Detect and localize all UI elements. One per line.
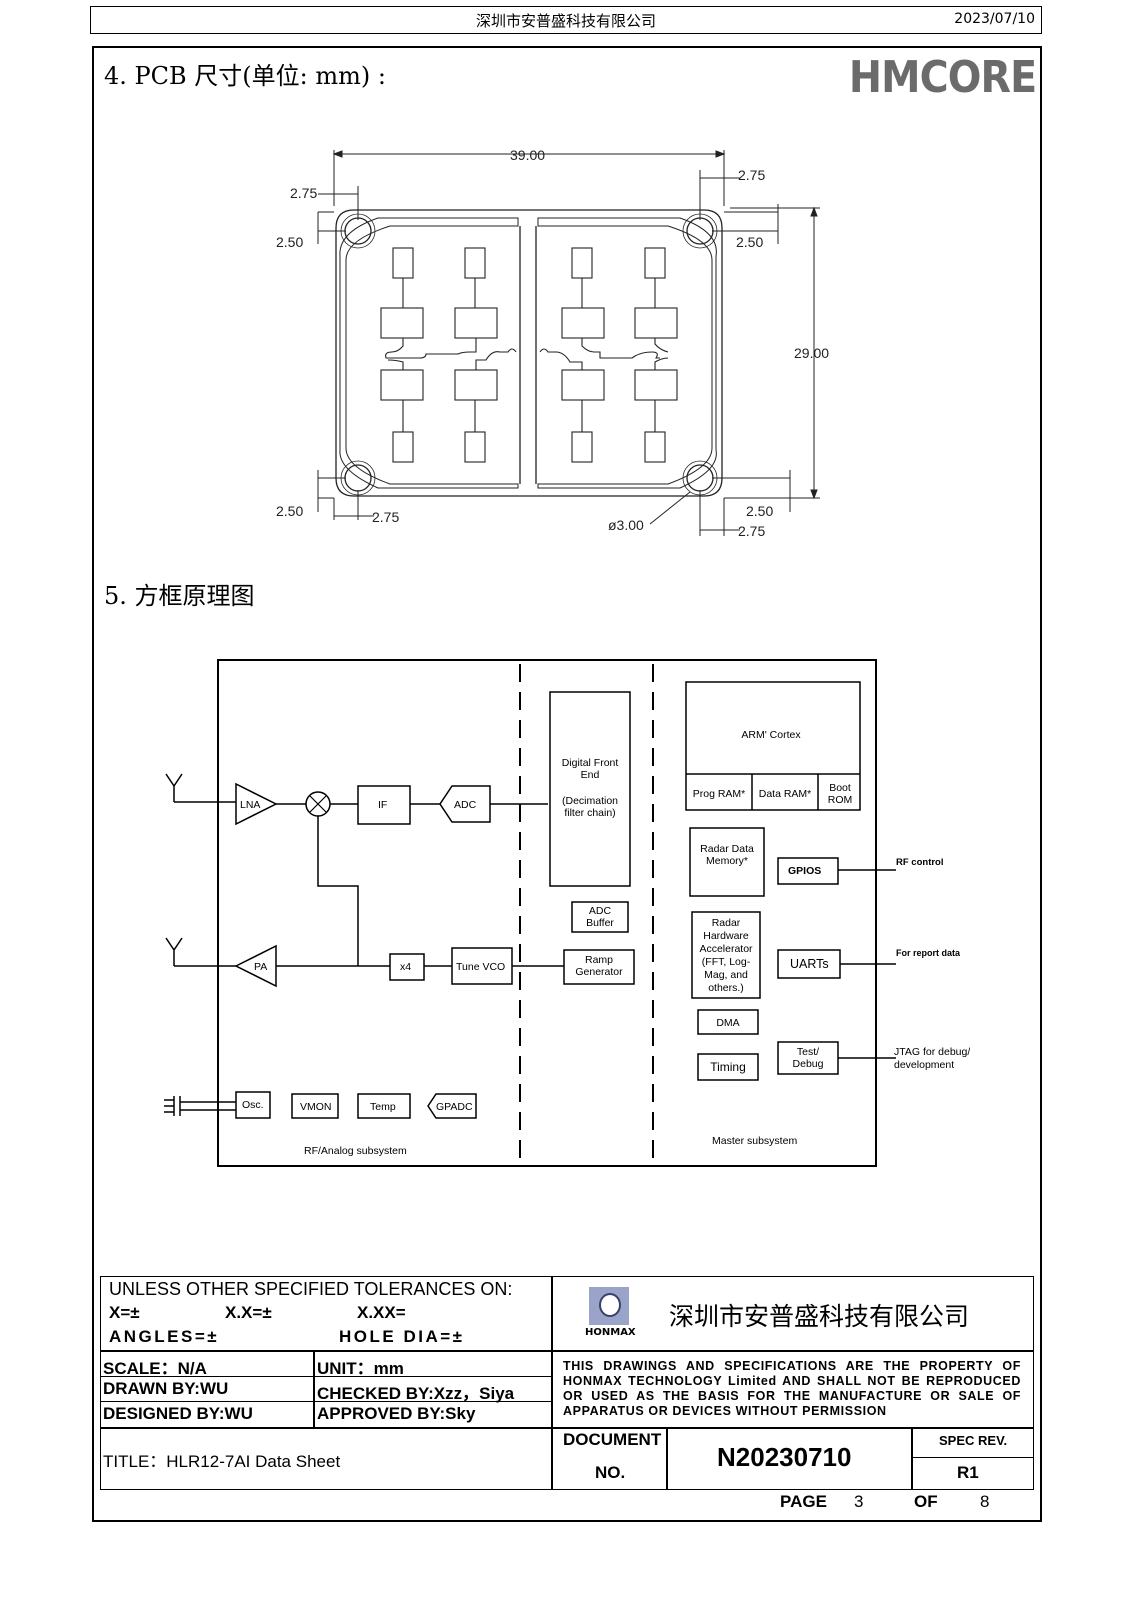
lna-label: LNA [240,799,260,811]
prog-ram-label: Prog RAM* [693,788,746,800]
page-label: PAGE [780,1492,827,1511]
tolerance-xx: X.X=± [225,1303,272,1322]
rha-line2: Hardware [703,930,749,942]
page-frame [92,46,1042,1522]
vmon-label: VMON [300,1101,332,1113]
honmax-logo-text: HONMAX [585,1327,636,1338]
ramp-line2: Generator [575,966,623,978]
no-label: NO. [595,1463,626,1482]
dfe-line3: (Decimation [562,795,618,807]
tolerance-heading: UNLESS OTHER SPECIFIED TOLERANCES ON: [109,1279,513,1299]
master-subsystem-label: Master subsystem [712,1135,797,1147]
document-title: TITLE：HLR12-7AI Data Sheet [103,1452,341,1471]
x4-label: x4 [400,961,411,973]
adc-buffer-line2: Buffer [586,917,614,929]
pcb-dimension-drawing: 39.00 29.00 2.75 2.50 2.75 2.50 2.50 2.7… [276,147,829,539]
timing-label: Timing [710,1060,746,1074]
scale-field: SCALE：N/A [103,1359,207,1378]
dim-bl-x: 2.75 [372,509,399,525]
rha-line3: Accelerator [699,943,753,955]
report-label: For report data [896,948,961,958]
section5-title: 5. 方框原理图 [104,582,255,610]
spec-rev-label: SPEC REV. [939,1433,1008,1448]
title-block: UNLESS OTHER SPECIFIED TOLERANCES ON: X=… [100,1276,1034,1490]
jtag-line1: JTAG for debug/ [894,1046,970,1058]
adc-buffer-line1: ADC [589,905,612,917]
document-number: N20230710 [717,1442,852,1472]
dim-width: 39.00 [510,147,545,163]
block-diagram: LNA IF ADC PA x4 Tune VCO Osc. VMON Temp… [164,659,970,1167]
hmcore-logo: HMCORE [848,52,1037,103]
rf-control-label: RF control [896,857,944,868]
tolerance-angles: ANGLES=± [109,1327,220,1346]
titleblock-company: 深圳市安普盛科技有限公司 [669,1302,970,1331]
approved-by-field: APPROVED BY:Sky [317,1404,476,1423]
arm-cortex-label: ARM' Cortex [741,729,801,741]
header-company: 深圳市安普盛科技有限公司 [475,12,656,30]
rha-line4: (FFT, Log- [702,956,751,968]
test-debug-line2: Debug [793,1058,824,1070]
page-header: 深圳市安普盛科技有限公司 2023/07/10 [90,6,1042,34]
gpadc-label: GPADC [436,1101,473,1113]
dim-tl-x: 2.75 [290,185,317,201]
boot-rom-line1: Boot [829,782,851,794]
ramp-line1: Ramp [585,954,613,966]
radar-data-mem-line1: Radar Data [700,843,754,855]
temp-label: Temp [370,1101,396,1113]
dim-br-x: 2.75 [738,523,765,539]
of-label: OF [914,1492,938,1511]
tolerance-x: X=± [109,1303,140,1322]
rha-line6: others.) [708,982,744,994]
data-ram-label: Data RAM* [759,788,812,800]
unit-field: UNIT：mm [317,1359,404,1378]
spec-rev-value: R1 [957,1463,979,1482]
document-label: DOCUMENT [563,1430,662,1449]
dim-tl-y: 2.50 [276,234,303,250]
test-debug-line1: Test/ [797,1046,819,1058]
checked-by-field: CHECKED BY:Xzz，Siya [317,1384,515,1403]
jtag-line2: development [894,1059,954,1071]
dim-height: 29.00 [794,345,829,361]
if-label: IF [378,799,387,811]
rha-line1: Radar [712,917,741,929]
tolerance-hole-dia: HOLE DIA=± [339,1327,465,1346]
dma-label: DMA [716,1017,739,1029]
dim-tr-y: 2.50 [736,234,763,250]
dfe-line2: End [581,769,600,781]
page-total: 8 [980,1492,990,1511]
dim-bl-y: 2.50 [276,503,303,519]
drawn-by-field: DRAWN BY:WU [103,1379,229,1398]
dim-br-y: 2.50 [746,503,773,519]
rha-line5: Mag, and [704,969,748,981]
uarts-label: UARTs [790,957,829,971]
page-number: 3 [854,1492,864,1511]
boot-rom-line2: ROM [828,794,853,806]
gpios-label: GPIOS [788,865,821,877]
osc-label: Osc. [242,1099,264,1111]
dfe-line1: Digital Front [562,757,619,769]
dfe-line4: filter chain) [564,807,615,819]
tune-vco-label: Tune VCO [456,961,505,973]
pa-label: PA [254,961,267,973]
rf-subsystem-label: RF/Analog subsystem [304,1145,407,1157]
honmax-logo: HONMAX [585,1287,636,1343]
tolerance-xxx: X.XX= [357,1303,406,1322]
radar-data-mem-line2: Memory* [706,855,748,867]
property-notice: THIS DRAWINGS AND SPECIFICATIONS ARE THE… [563,1359,1021,1418]
dim-tr-x: 2.75 [738,167,765,183]
header-date: 2023/07/10 [954,11,1035,27]
dim-hole: ø3.00 [608,517,644,533]
section4-title: 4. PCB 尺寸(单位: mm) : [104,62,386,90]
adc-label: ADC [454,799,477,811]
designed-by-field: DESIGNED BY:WU [103,1404,253,1423]
